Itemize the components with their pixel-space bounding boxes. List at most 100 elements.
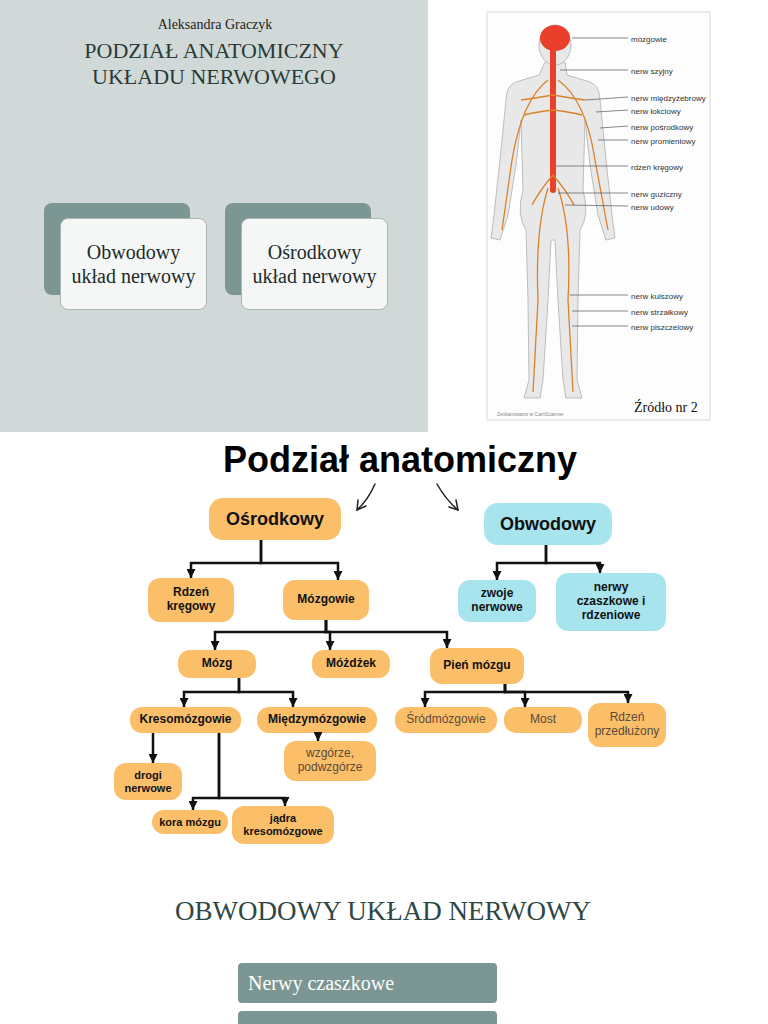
leader-line — [565, 205, 628, 206]
tree-connector — [497, 545, 546, 580]
anatomy-label: nerw guziczny — [631, 190, 726, 200]
node-text: Móżdżek — [326, 657, 376, 671]
node-text: Nerwy czaszkowe — [248, 971, 394, 995]
leader-lines — [556, 38, 628, 326]
root-box: Obwodowy — [484, 503, 612, 545]
tree-connector — [546, 545, 600, 573]
tree-connector — [505, 684, 628, 703]
leader-line — [572, 311, 628, 312]
anatomy-label: nerw kulszowy — [631, 292, 726, 302]
tree-connector — [326, 620, 330, 650]
source-note: Źródło nr 2 — [634, 400, 708, 416]
tree-connector — [505, 684, 525, 707]
hand-arrow — [437, 484, 458, 510]
leader-line — [572, 326, 628, 327]
anatomy-label: nerw udowy — [631, 203, 726, 213]
leader-line — [572, 38, 628, 39]
diagram-title: Podział anatomiczny — [150, 440, 650, 480]
node-text: Śródmózgowie — [406, 713, 485, 727]
tree-box: Móżdżek — [312, 650, 390, 678]
node-text: Kresomózgowie — [139, 713, 231, 727]
anatomy-label: nerw łokciowy — [631, 107, 726, 117]
section-heading: OBWODOWY UKŁAD NERWOWY — [43, 895, 723, 927]
hand-arrow — [357, 484, 375, 510]
leader-line — [596, 110, 628, 112]
tree-box: Kresomózgowie — [130, 707, 241, 733]
leader-line — [570, 295, 628, 296]
node-text: drogi nerwowe — [120, 769, 176, 794]
tree-box: nerwy czaszkowe i rdzeniowe — [556, 573, 666, 631]
anatomy-label: nerw pośrodkowy — [631, 123, 726, 133]
arm-nerve — [502, 80, 548, 230]
node-text: Rdzeń kręgowy — [156, 586, 226, 614]
hand-arrows — [357, 484, 458, 510]
node-text: Pień mózgu — [443, 659, 510, 673]
tree-box: Mózg — [178, 650, 256, 678]
tree-box: zwoje nerwowe — [458, 580, 536, 622]
tree-box: kora mózgu — [152, 810, 228, 834]
node-text: Ośrodkowy układ nerwowy — [252, 240, 377, 288]
leader-line — [585, 97, 628, 100]
tree-connector — [215, 620, 326, 650]
tree-connector — [219, 733, 285, 806]
leg-nerve — [558, 188, 573, 392]
slide-box: Ośrodkowy układ nerwowy — [241, 218, 388, 310]
plexus-nerve — [532, 175, 574, 205]
leg-nerve — [533, 188, 548, 392]
leader-line — [560, 70, 628, 71]
tree-connector — [317, 733, 320, 741]
node-text: Obwodowy układ nerwowy — [71, 240, 196, 288]
watermark: Zeskanowano w CamScanner — [497, 411, 597, 417]
tree-box: Rdzeń przedłużony — [588, 703, 666, 747]
hand-arrow-head — [449, 500, 458, 510]
leader-line — [558, 193, 628, 194]
slide-box: Obwodowy układ nerwowy — [60, 218, 207, 310]
node-text: kora mózgu — [159, 816, 221, 829]
anatomy-label: nerw promieniowy — [631, 137, 726, 147]
tree-connector — [152, 733, 155, 763]
nerve-lines — [502, 80, 608, 392]
tree-box: Pień mózgu — [430, 648, 524, 684]
tree-box: Śródmózgowie — [395, 707, 497, 733]
tree-box: Rdzeń kręgowy — [148, 578, 234, 622]
tree-connector — [184, 678, 239, 707]
anatomy-label: nerw szyjny — [631, 67, 726, 77]
tree-box: drogi nerwowe — [114, 763, 182, 800]
image-frame — [487, 12, 710, 420]
tree-connector — [326, 620, 447, 648]
tree-connector — [191, 540, 261, 578]
tree-connector — [425, 684, 505, 707]
tree-box: Most — [504, 707, 582, 733]
leader-line — [600, 126, 628, 128]
anatomy-label: nerw międzyżebrowy — [631, 94, 726, 104]
root-box: Ośrodkowy — [209, 498, 341, 540]
node-text: Mózgowie — [297, 593, 354, 607]
leader-line — [598, 140, 628, 141]
author-name: Aleksandra Graczyk — [115, 17, 315, 33]
node-text: zwoje nerwowe — [468, 587, 526, 615]
slide-panel — [0, 0, 428, 432]
anatomy-label: nerw piszczelowy — [631, 323, 726, 333]
brain-shape — [540, 25, 570, 51]
node-text: wzgórze, podwzgórze — [290, 747, 370, 775]
spinal-cord — [550, 50, 556, 190]
node-text: Mózg — [202, 657, 233, 671]
node-text: nerwy czaszkowe i rdzeniowe — [566, 581, 656, 622]
node-text: Międzymózgowie — [268, 713, 366, 727]
tree-box: jądra kresomózgowe — [232, 806, 334, 844]
cut-off-band — [238, 1011, 497, 1024]
anatomy-label: mózgowie — [631, 35, 726, 45]
anatomy-label: rdzeń kręgowy — [631, 163, 726, 173]
arm-nerve — [558, 80, 608, 230]
node-text: Rdzeń przedłużony — [594, 711, 660, 739]
tree-connector — [239, 678, 293, 707]
node-text: jądra kresomózgowe — [238, 812, 328, 837]
tree-box: wzgórze, podwzgórze — [284, 741, 376, 781]
tree-connector — [261, 540, 338, 580]
tree-box: Mózgowie — [283, 580, 369, 620]
tree-connector — [193, 733, 219, 810]
